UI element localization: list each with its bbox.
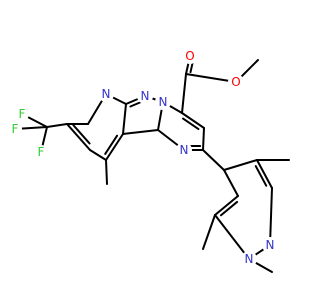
atom-label-o2: O — [231, 75, 240, 89]
atom-F1: F — [15, 107, 29, 121]
bond-c10-c13 — [182, 117, 200, 131]
atom-N2: N — [137, 88, 153, 104]
bond-c19-c20 — [219, 200, 239, 217]
atom-label-n5: N — [266, 238, 275, 252]
bond-c11-o2 — [185, 73, 237, 83]
atom-label-n4: N — [180, 143, 189, 157]
atom-label-o1: O — [185, 49, 194, 63]
atom-label-n1: N — [102, 87, 111, 101]
bond-c4-c5 — [105, 133, 124, 161]
bond-c10-c13 — [181, 112, 205, 129]
bond-c4-c2 — [122, 103, 127, 135]
atom-label-n2: N — [141, 89, 150, 103]
atom-N1: N — [98, 86, 114, 102]
atom-N4: N — [176, 142, 192, 158]
bond-c13-c14 — [202, 127, 205, 151]
bond-c20-c16 — [223, 169, 239, 197]
atom-N5: N — [262, 237, 278, 253]
bond-c3-c4 — [122, 129, 159, 135]
bond-c6-c7 — [72, 124, 91, 145]
bond-c7-c8 — [46, 123, 68, 128]
bond-c19-c20 — [214, 195, 239, 216]
bond-c5-c9 — [105, 159, 108, 185]
atom-label-f1: F — [19, 107, 26, 121]
atom-label-layer: N N N N N N O O — [8, 48, 278, 267]
atom-F2: F — [8, 122, 22, 136]
atom-label-n3: N — [159, 95, 168, 109]
bond-c18-n5 — [269, 187, 273, 246]
bond-c10-c11 — [181, 73, 187, 114]
atom-F3: F — [34, 145, 48, 159]
bond-n6-c19 — [214, 214, 250, 260]
bond-c17-c18 — [256, 159, 273, 189]
atom-label-n6: N — [245, 252, 254, 266]
bond-c14-c16 — [202, 149, 225, 171]
atom-N3: N — [155, 94, 171, 110]
atom-label-f2: F — [12, 122, 19, 136]
atom-N6: N — [241, 251, 257, 267]
atom-label-f3: F — [38, 145, 45, 159]
bond-c19-c23 — [202, 214, 216, 250]
bond-c16-c17 — [223, 159, 258, 171]
atom-O1: O — [182, 48, 198, 64]
bond-c6-c7 — [66, 123, 91, 151]
bond-c17-c18 — [254, 165, 268, 187]
atom-O2: O — [228, 74, 244, 90]
bond-layer — [14, 55, 290, 273]
bond-c5-c6 — [89, 149, 107, 161]
molecule-structure: N N N N N N O O — [8, 48, 290, 273]
bond-c4-c5 — [104, 134, 119, 155]
